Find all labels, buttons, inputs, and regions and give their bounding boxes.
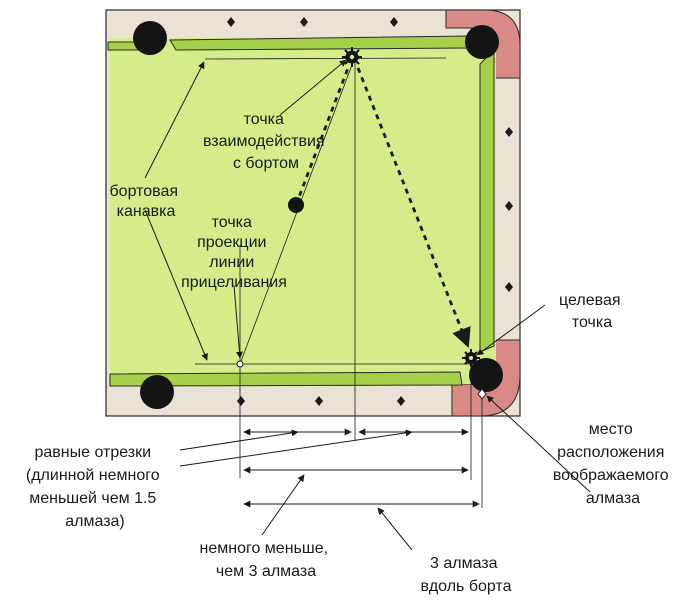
- dimension-lines: [243, 428, 480, 508]
- imaginary-diamond-marker: [477, 388, 487, 400]
- diamond-bottom-1: [237, 396, 245, 406]
- label-contact-point: точка взаимодействия с бортом: [203, 111, 329, 172]
- label-3-diamonds: 3 алмаза вдоль борта: [421, 555, 512, 595]
- ball-path-to-rail: [294, 67, 350, 206]
- diamond-right-3: [505, 282, 513, 292]
- pointer-less-3: [261, 474, 305, 536]
- diamond-bottom-2: [315, 396, 323, 406]
- label-imaginary-diamond: место расположения воображаемого алмаза: [553, 421, 673, 507]
- pocket-bottom-left: [140, 375, 174, 409]
- pointer-groove-top: [144, 61, 205, 179]
- label-target-point: целевая точка: [559, 292, 625, 331]
- object-ball: [288, 197, 304, 213]
- pointer-groove-bottom: [144, 209, 208, 361]
- label-less-than-3-diamonds: немного меньше, чем 3 алмаза: [200, 540, 333, 580]
- top-groove-line: [204, 57, 447, 60]
- contact-point-marker: [342, 47, 362, 67]
- pointer-3-diamonds: [377, 507, 413, 551]
- pocket-top-left: [133, 21, 167, 55]
- pointer-target: [476, 304, 546, 356]
- rail-diamonds: [227, 17, 513, 406]
- right-cushion: [479, 48, 495, 353]
- diamond-top-2: [300, 17, 308, 27]
- diamond-top-3: [390, 17, 398, 27]
- label-equal-segments: равные отрезки (длинной немного меньшей …: [26, 444, 164, 530]
- pointer-equal-2: [179, 429, 413, 467]
- aim-line: [239, 61, 354, 365]
- label-rail-groove: бортовая канавка: [110, 183, 183, 220]
- pointer-contact: [279, 59, 347, 116]
- pocket-top-right: [465, 25, 499, 59]
- bottom-cushion: [109, 371, 463, 387]
- diamond-right-1: [505, 127, 513, 137]
- pointer-equal-1: [179, 429, 299, 451]
- diamond-bottom-3: [397, 396, 405, 406]
- diamond-right-2: [505, 201, 513, 211]
- pocket-bottom-right: [469, 358, 503, 392]
- target-point-marker: [462, 349, 480, 367]
- aim-projection-point: [236, 360, 244, 368]
- pointer-diamond: [486, 395, 591, 493]
- label-aim-projection: точка проекции линии прицеливания: [181, 214, 287, 291]
- diamond-top-1: [227, 17, 235, 27]
- pointer-aim-point: [233, 284, 243, 359]
